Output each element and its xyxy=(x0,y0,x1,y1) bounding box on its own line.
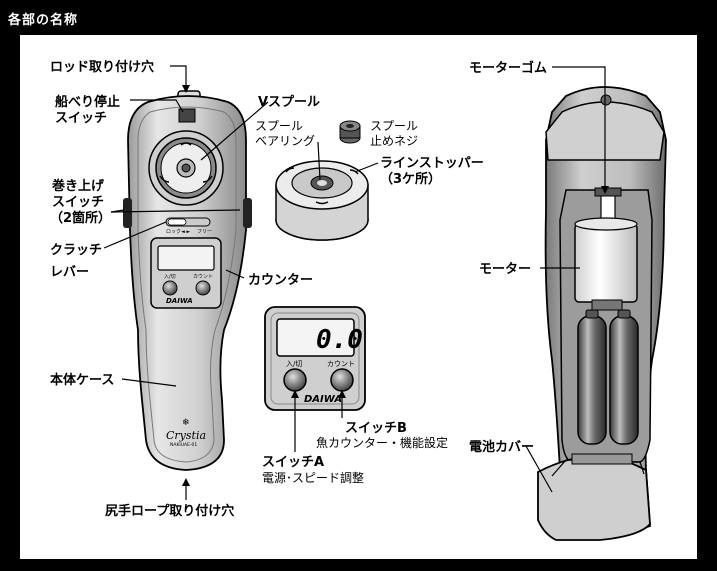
counter-closeup: 0.0 入/切 カウント DAIWA xyxy=(264,306,366,411)
label-boat-stop-line1: 船べり停止 xyxy=(55,94,120,110)
model-logo: Crystia xyxy=(166,429,206,442)
button-2-label: カウント xyxy=(327,360,355,368)
label-clutch-line1: クラッチ xyxy=(50,243,102,258)
label-clutch-line2: レバー xyxy=(50,265,89,280)
label-spool-screw-line2: 止めネジ xyxy=(370,134,418,148)
label-body-case: 本体ケース xyxy=(50,372,114,388)
label-line-stopper-line2: （3ケ所） xyxy=(380,171,441,187)
parts-diagram: ロック ◄ ► フリー 入/切 カウント DAIWA ❄ Crystia NAK… xyxy=(50,59,667,541)
model-subtext: NAKIUAE-01 xyxy=(170,442,197,448)
label-boat-stop-line2: スイッチ xyxy=(55,111,107,126)
reel-back-view xyxy=(537,86,667,541)
label-v-spool: Vスプール xyxy=(258,95,320,110)
label-spool-bearing-line2: ベアリング xyxy=(255,134,315,148)
clutch-arrows: ◄ ► xyxy=(181,229,190,235)
label-switch-b: スイッチB xyxy=(345,421,407,436)
label-counter: カウンター xyxy=(248,273,313,288)
small-button-2-label: カウント xyxy=(193,273,213,280)
label-wind-switch-line3: （2箇所） xyxy=(50,210,111,226)
reel-front-view: ロック ◄ ► フリー 入/切 カウント DAIWA ❄ Crystia NAK… xyxy=(123,90,252,471)
clutch-lock-label: ロック xyxy=(166,229,181,235)
switch-a-button[interactable] xyxy=(283,368,307,392)
label-spool-screw-line1: スプール xyxy=(370,119,418,133)
switch-b-button[interactable] xyxy=(330,368,354,392)
small-switch-a[interactable] xyxy=(162,280,178,296)
label-wind-switch-line2: スイッチ xyxy=(52,195,104,210)
label-line-stopper-line1: ラインストッパー xyxy=(380,156,484,171)
button-1-label: 入/切 xyxy=(286,360,302,368)
leader-lines xyxy=(103,65,606,500)
label-motor: モーター xyxy=(479,262,531,277)
label-motor-rubber: モーターゴム xyxy=(469,60,547,76)
clutch-free-label: フリー xyxy=(197,229,212,235)
small-brand-logo: DAIWA xyxy=(166,297,193,305)
brand-logo: DAIWA xyxy=(304,394,342,405)
small-button-1-label: 入/切 xyxy=(164,273,176,280)
page-title: 各部の名称 xyxy=(8,13,79,28)
label-spool-bearing-line1: スプール xyxy=(255,119,303,133)
label-wind-switch-line1: 巻き上げ xyxy=(51,178,105,194)
label-lanyard-hole: 尻手ロープ取り付け穴 xyxy=(105,503,234,519)
label-switch-a: スイッチA xyxy=(262,455,324,470)
label-switch-a-desc: 電源･スピード調整 xyxy=(262,470,364,485)
label-rod-hole: ロッド取り付け穴 xyxy=(50,59,154,75)
label-switch-b-desc: 魚カウンター・機能設定 xyxy=(316,435,448,450)
leader-arrowheads xyxy=(182,85,609,486)
lcd-display: 0.0 xyxy=(316,325,363,355)
snowflake-icon: ❄ xyxy=(182,418,190,428)
spool-parts xyxy=(275,120,369,241)
diagram-panel: ロック ◄ ► フリー 入/切 カウント DAIWA ❄ Crystia NAK… xyxy=(20,35,697,559)
small-switch-b[interactable] xyxy=(195,280,211,296)
label-battery-cover: 電池カバー xyxy=(469,439,534,455)
